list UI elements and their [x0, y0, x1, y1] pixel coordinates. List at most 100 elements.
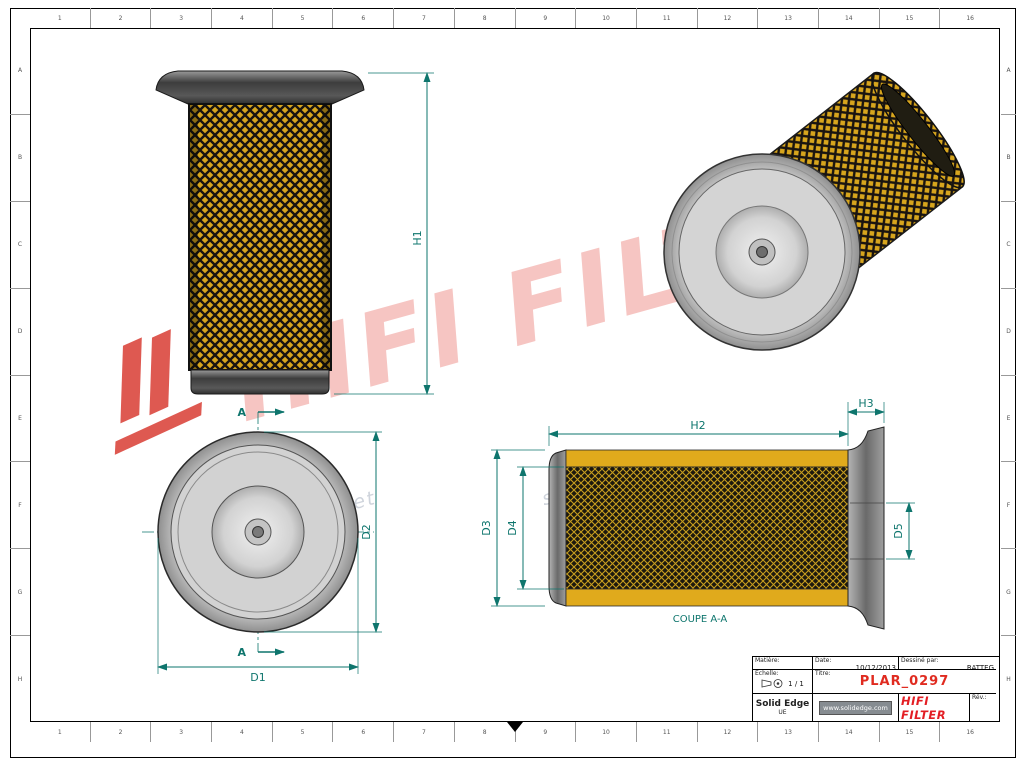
dimension-h3: H3: [847, 397, 885, 423]
revision-cell: Rév.:: [970, 694, 996, 721]
frame-tick-label: 11: [635, 722, 697, 742]
frame-tick-label: 15: [878, 722, 940, 742]
frame-tick-label: D: [1001, 287, 1016, 375]
revision-label: Rév.:: [972, 694, 987, 701]
front-top-cap: [155, 70, 365, 105]
frame-tick-label: D: [10, 287, 30, 375]
front-view: [155, 70, 365, 395]
dimension-h1: H1: [334, 72, 434, 395]
frame-tick-label: 16: [939, 8, 1000, 28]
scale-label: Echelle:: [755, 670, 779, 677]
frame-tick-label: H: [10, 635, 30, 722]
frame-tick-label: 10: [575, 8, 636, 28]
material-label: Matière:: [755, 657, 780, 664]
title-cell: Titre: PLAR_0297: [813, 670, 996, 694]
section-left-cap: [548, 449, 567, 607]
date-label: Date:: [815, 657, 832, 664]
bottom-view: A A: [142, 406, 374, 659]
frame-tick-label: A: [1006, 67, 1011, 75]
dim-label-d5: D5: [892, 523, 905, 538]
frame-tick-label: 14: [817, 722, 879, 742]
dim-label-h1: H1: [411, 230, 424, 245]
frame-tick-label: 4: [211, 722, 272, 742]
frame-tick-label: 2: [89, 722, 151, 742]
iso-view: [663, 71, 965, 351]
software-edition: UE: [778, 709, 787, 716]
dimension-d2: D2: [264, 431, 382, 633]
software-cell: Solid Edge UE: [753, 694, 813, 721]
sheet-inner-border: [30, 28, 1000, 722]
frame-tick-label: E: [1001, 374, 1016, 462]
sheet-outer-border: [10, 8, 1016, 758]
scale-value: 1 / 1: [788, 679, 804, 688]
designer-cell: Dessiné par: RATTEG: [899, 657, 996, 670]
frame-tick-label: 10: [575, 722, 636, 742]
dim-label-h2: H2: [690, 419, 705, 432]
website-cell: www.solidedge.com: [813, 694, 899, 721]
frame-tick-label: B: [10, 113, 30, 201]
frame-tick-label: H: [1001, 635, 1016, 722]
title-label: Titre:: [815, 670, 831, 677]
dim-label-d2: D2: [360, 524, 373, 539]
designer-label: Dessiné par:: [901, 657, 939, 664]
frame-tick-label: 1: [57, 728, 62, 736]
hifi-logo-watermark: [114, 329, 202, 455]
section-right-flange: [847, 426, 885, 630]
frame-tick-label: 3: [150, 8, 211, 28]
date-value: 10/12/2013: [855, 664, 896, 670]
frame-tick-label: G: [10, 548, 30, 635]
frame-tick-label: 6: [332, 8, 393, 28]
frame-tick-label: 13: [757, 8, 818, 28]
section-mark-bottom: A: [237, 646, 246, 659]
designer-value: RATTEG: [966, 664, 994, 670]
section-mark-top: A: [237, 406, 246, 419]
frame-tick-label: 12: [696, 8, 758, 28]
frame-tick-label: 16: [939, 722, 1000, 742]
frame-tick-label: 3: [150, 722, 211, 742]
frame-tick-label: 9: [514, 722, 576, 742]
frame-tick-label: 4: [211, 8, 272, 28]
front-mesh-body: [188, 103, 332, 371]
section-title: COUPE A-A: [673, 614, 728, 625]
software-name: Solid Edge: [755, 699, 810, 709]
frame-tick-label: 2: [89, 8, 151, 28]
frame-tick-label: 13: [757, 722, 818, 742]
dim-label-d3: D3: [480, 520, 493, 535]
material-cell: Matière:: [753, 657, 813, 670]
dimension-d3: D3: [480, 449, 545, 607]
dim-label-d4: D4: [506, 520, 519, 535]
dimension-d1: D1: [157, 538, 359, 684]
frame-tick-label: 5: [271, 722, 333, 742]
brand-cell: HIFI FILTER: [899, 694, 970, 721]
frame-tick-label: 8: [453, 8, 515, 28]
dimension-d5: D5: [886, 502, 915, 560]
dim-label-h3: H3: [858, 397, 873, 410]
frame-tick-label: C: [1001, 200, 1016, 288]
scale-cell: Echelle: 1 / 1: [753, 670, 813, 694]
frame-tick-label: 11: [635, 8, 697, 28]
frame-tick-label: 15: [878, 8, 940, 28]
frame-tick-label: 7: [393, 722, 454, 742]
frame-tick-label: 14: [817, 8, 879, 28]
frame-tick-label: G: [1001, 548, 1016, 635]
section-view: COUPE A-A: [548, 426, 885, 630]
iso-center-hole: [756, 246, 768, 258]
brand-name: HIFI FILTER: [901, 694, 947, 721]
dim-label-d1: D1: [250, 671, 265, 684]
frame-tick-label: B: [1001, 113, 1016, 201]
frame-tick-label: 5: [271, 8, 333, 28]
projection-symbol-icon: [761, 679, 783, 688]
frame-tick-label: A: [17, 67, 23, 75]
frame-tick-label: 6: [332, 722, 393, 742]
frame-tick-label: E: [10, 374, 30, 462]
frame-tick-label: C: [10, 200, 30, 288]
date-cell: Date: 10/12/2013: [813, 657, 899, 670]
bottom-center-hole: [252, 526, 264, 538]
